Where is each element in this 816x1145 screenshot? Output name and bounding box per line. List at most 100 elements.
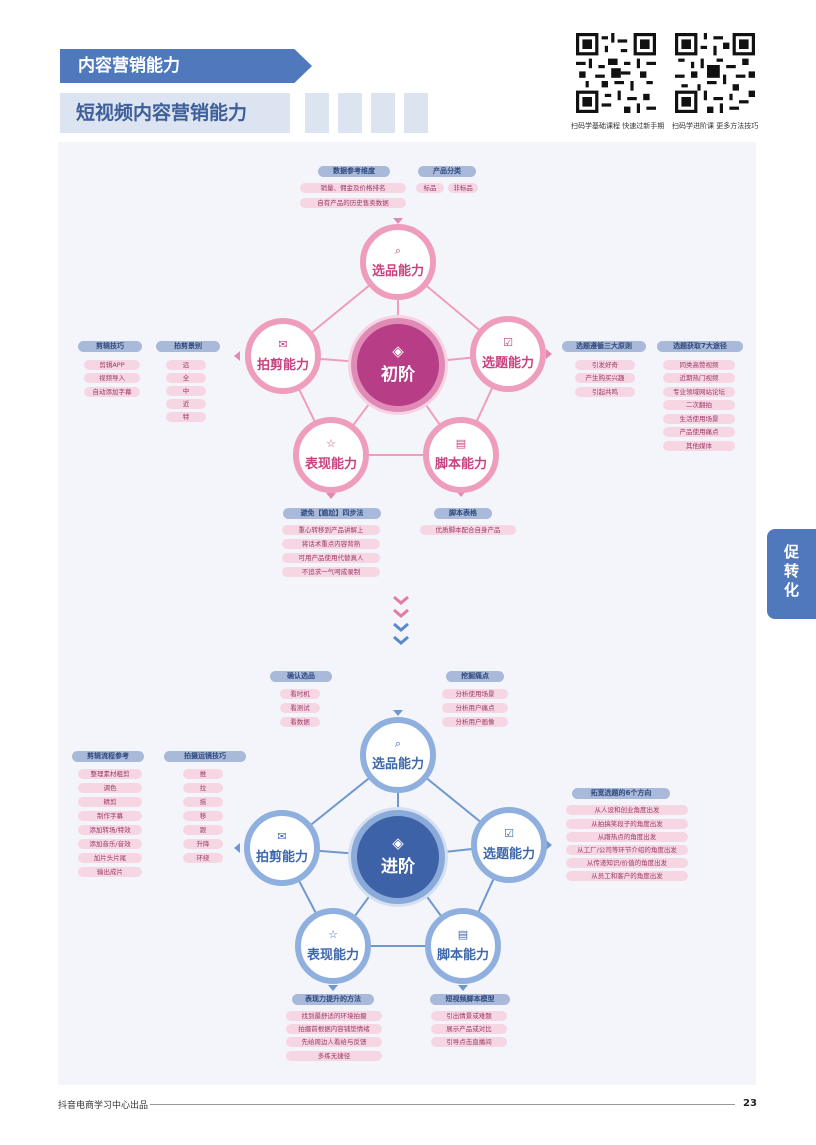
footer-publisher: 抖音电商学习中心出品 bbox=[58, 1101, 149, 1111]
side-tab-label: 促转化 bbox=[783, 543, 799, 599]
advanced-node-topic[interactable]: ☑ 选题能力 bbox=[471, 807, 547, 883]
node-label: 选品能力 bbox=[371, 264, 424, 279]
list-item: 引导点击直播间 bbox=[431, 1037, 507, 1047]
list-item: 不追求一气呵成录制 bbox=[282, 567, 380, 577]
group-tag-perform-methods: 表现力提升的方法 bbox=[292, 994, 374, 1005]
group-tag-data-dims: 数据参考维度 bbox=[318, 166, 390, 177]
layers-icon: ◈ bbox=[392, 834, 404, 852]
list-item: 制作字幕 bbox=[78, 811, 142, 821]
group-tag-topic-ways: 选题获取7大途径 bbox=[657, 341, 743, 352]
list-item: 加片头片尾 bbox=[78, 853, 142, 863]
star-icon: ☆ bbox=[326, 437, 336, 450]
list-item: 推 bbox=[183, 769, 223, 779]
list-item: 拉 bbox=[183, 783, 223, 793]
list-item: 全 bbox=[166, 373, 206, 383]
list-item: 二次翻拍 bbox=[663, 400, 735, 410]
node-label: 脚本能力 bbox=[434, 457, 487, 472]
group-tag-avoid-steps: 避免【尴尬】四步法 bbox=[283, 508, 381, 519]
list-item: 可用产品使用代替真人 bbox=[282, 553, 380, 563]
star-icon: ☆ bbox=[328, 928, 338, 941]
advanced-node-edit[interactable]: ✉ 拍剪能力 bbox=[244, 810, 320, 886]
list-item: 分析使用场景 bbox=[442, 689, 508, 699]
group-tag-camera-moves: 拍摄运镜技巧 bbox=[164, 751, 246, 762]
list-item: 从工厂/公司等环节介绍的角度出发 bbox=[566, 845, 688, 855]
list-item: 自有产品的历史售卖数据 bbox=[300, 198, 406, 208]
page-number: 23 bbox=[743, 1098, 757, 1109]
beginner-node-edit[interactable]: ✉ 拍剪能力 bbox=[245, 318, 321, 394]
list-item: 从员工和客户的角度出发 bbox=[566, 871, 688, 881]
list-item: 从蹭热点的角度出发 bbox=[566, 832, 688, 842]
list-item: 分析用户画像 bbox=[442, 717, 508, 727]
list-item: 看时机 bbox=[280, 689, 320, 699]
list-item: 整理素材粗剪 bbox=[78, 769, 142, 779]
layers-icon: ◈ bbox=[392, 342, 404, 360]
advanced-node-select[interactable]: ⌕ 选品能力 bbox=[360, 717, 436, 793]
beginner-node-perform[interactable]: ☆ 表现能力 bbox=[293, 417, 369, 493]
node-label: 表现能力 bbox=[306, 948, 359, 963]
list-item: 引发好奇 bbox=[575, 360, 635, 370]
node-label: 选品能力 bbox=[371, 757, 424, 772]
page-subtitle: 短视频内容营销能力 bbox=[76, 102, 248, 124]
section-title-banner: 内容营销能力 bbox=[60, 49, 312, 83]
list-item: 移 bbox=[183, 811, 223, 821]
beginner-node-script[interactable]: ▤ 脚本能力 bbox=[423, 417, 499, 493]
camera-chat-icon: ✉ bbox=[277, 830, 287, 843]
search-doc-icon: ⌕ bbox=[394, 737, 402, 750]
camera-chat-icon: ✉ bbox=[278, 338, 288, 351]
group-tag-topic-dirs: 拓宽选题的6个方向 bbox=[572, 788, 670, 799]
list-item: 拍摄前根据内容铺垫情绪 bbox=[286, 1024, 382, 1034]
list-item: 产生购买兴趣 bbox=[575, 373, 635, 383]
list-item: 中 bbox=[166, 386, 206, 396]
side-tab-convert[interactable]: 促转化 bbox=[767, 529, 816, 619]
list-item: 添加转场/特效 bbox=[78, 825, 142, 835]
qr-caption-basic: 扫码学基础课程 快速过新手期 bbox=[571, 122, 665, 130]
advanced-center-label: 进阶 bbox=[381, 857, 415, 877]
checkbox-icon: ☑ bbox=[503, 336, 513, 349]
search-doc-icon: ⌕ bbox=[394, 244, 402, 257]
node-label: 拍剪能力 bbox=[256, 358, 309, 373]
list-item: 远 bbox=[166, 360, 206, 370]
list-item: 引出情景或难题 bbox=[431, 1011, 507, 1021]
decor-block bbox=[305, 93, 329, 133]
beginner-node-topic[interactable]: ☑ 选题能力 bbox=[470, 316, 546, 392]
list-item: 标品 bbox=[416, 183, 444, 193]
qr-code-advanced[interactable] bbox=[675, 33, 755, 113]
list-item: 输出成片 bbox=[78, 867, 142, 877]
checkbox-icon: ☑ bbox=[504, 827, 514, 840]
decor-block bbox=[404, 93, 428, 133]
list-item: 精剪 bbox=[78, 797, 142, 807]
group-tag-edit-skills: 剪辑技巧 bbox=[78, 341, 142, 352]
node-label: 脚本能力 bbox=[436, 948, 489, 963]
node-label: 选题能力 bbox=[482, 847, 535, 862]
advanced-center: ◈ 进阶 bbox=[351, 810, 445, 904]
list-item: 其他媒体 bbox=[663, 441, 735, 451]
list-item: 视频导入 bbox=[84, 373, 140, 383]
list-item: 重心转移到产品讲解上 bbox=[282, 525, 380, 535]
advanced-node-perform[interactable]: ☆ 表现能力 bbox=[295, 908, 371, 984]
node-label: 选题能力 bbox=[481, 356, 534, 371]
list-item: 生活使用场景 bbox=[663, 414, 735, 424]
beginner-center: ◈ 初阶 bbox=[351, 318, 445, 412]
footer-divider bbox=[150, 1104, 735, 1105]
list-item: 产品使用痛点 bbox=[663, 427, 735, 437]
list-item: 近期热门视频 bbox=[663, 373, 735, 383]
list-item: 从传递知识/价值的角度出发 bbox=[566, 858, 688, 868]
list-item: 看数据 bbox=[280, 717, 320, 727]
list-item: 跟 bbox=[183, 825, 223, 835]
group-tag-pain-points: 挖掘痛点 bbox=[446, 671, 504, 682]
beginner-node-select[interactable]: ⌕ 选品能力 bbox=[360, 224, 436, 300]
list-item: 多练无捷径 bbox=[286, 1051, 382, 1061]
list-item: 从人设和创业角度出发 bbox=[566, 805, 688, 815]
group-tag-edit-flow: 剪辑流程参考 bbox=[72, 751, 144, 762]
list-item: 特 bbox=[166, 412, 206, 422]
advanced-node-script[interactable]: ▤ 脚本能力 bbox=[425, 908, 501, 984]
content-panel bbox=[58, 142, 756, 1085]
group-tag-confirm-select: 确认选品 bbox=[270, 671, 332, 682]
list-item: 环绕 bbox=[183, 853, 223, 863]
script-icon: ▤ bbox=[457, 928, 469, 941]
list-item: 从拍搞笑段子的角度出发 bbox=[566, 819, 688, 829]
qr-code-basic[interactable] bbox=[576, 33, 656, 113]
list-item: 添加音乐/音效 bbox=[78, 839, 142, 849]
list-item: 分析用户痛点 bbox=[442, 703, 508, 713]
